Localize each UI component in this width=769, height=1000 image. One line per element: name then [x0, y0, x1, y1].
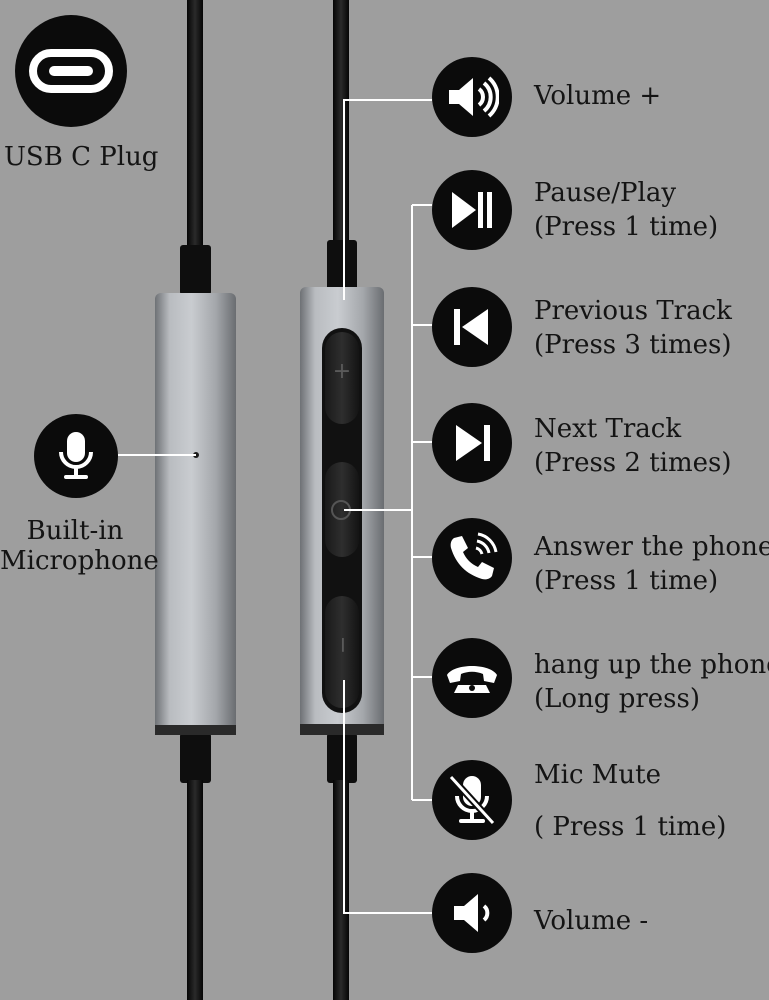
volume-up-label: Volume +	[534, 79, 661, 113]
hang-up-instruction: (Long press)	[534, 684, 701, 714]
remote-housing	[300, 287, 384, 735]
next-track-label: Next Track (Press 2 times)	[534, 412, 732, 480]
volume-down-icon	[432, 873, 512, 953]
usb-c-icon	[15, 15, 127, 127]
previous-track-instruction: (Press 3 times)	[534, 330, 732, 360]
microphone-label-line1: Built-in	[26, 516, 124, 546]
next-track-icon	[432, 403, 512, 483]
play-pause-label: Pause/Play (Press 1 time)	[534, 176, 718, 244]
volume-minus-button-symbol: −	[330, 635, 355, 655]
hang-up-label: hang up the phone (Long press)	[534, 648, 769, 716]
volume-plus-button-symbol: +	[332, 359, 352, 384]
microphone-label-line2: Microphone	[0, 546, 159, 576]
previous-track-title: Previous Track	[534, 296, 732, 326]
volume-down-label: Volume -	[534, 904, 648, 938]
volume-up-title: Volume +	[534, 81, 662, 111]
mic-mute-label: Mic Mute	[534, 758, 661, 792]
mic-mute-instruction: ( Press 1 time)	[534, 812, 727, 842]
previous-track-icon	[432, 287, 512, 367]
play-pause-icon	[432, 170, 512, 250]
callout-lines	[118, 99, 432, 914]
left-cable	[180, 0, 211, 1000]
microphone-label: Built-in Microphone	[0, 516, 159, 576]
answer-phone-instruction: (Press 1 time)	[534, 566, 719, 596]
play-pause-instruction: (Press 1 time)	[534, 212, 719, 242]
next-track-title: Next Track	[534, 414, 682, 444]
mic-mute-icon	[432, 760, 512, 840]
usb-c-label: USB C Plug	[4, 142, 159, 172]
microphone-icon	[34, 414, 118, 498]
next-track-instruction: (Press 2 times)	[534, 448, 732, 478]
microphone-housing	[155, 293, 236, 735]
hang-up-icon	[432, 638, 512, 718]
answer-phone-title: Answer the phone	[534, 532, 769, 562]
volume-up-icon	[432, 57, 512, 137]
answer-phone-label: Answer the phone (Press 1 time)	[534, 530, 769, 598]
volume-down-title: Volume -	[534, 906, 649, 936]
play-pause-title: Pause/Play	[534, 178, 677, 208]
hang-up-title: hang up the phone	[534, 650, 769, 680]
phone-answer-icon	[432, 518, 512, 598]
mic-mute-title: Mic Mute	[534, 760, 661, 790]
previous-track-label: Previous Track (Press 3 times)	[534, 294, 732, 362]
